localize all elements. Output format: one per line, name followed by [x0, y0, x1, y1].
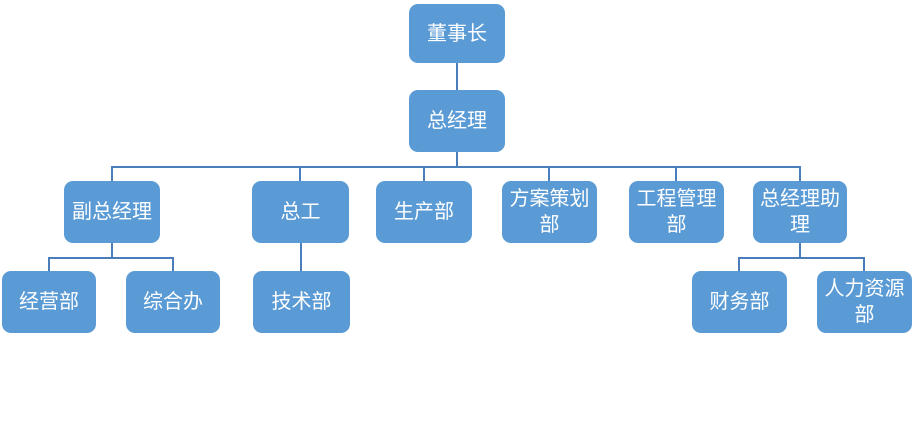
connector-drop-production — [423, 167, 425, 181]
org-node-label: 董事长 — [427, 22, 487, 45]
org-node-production-dept[interactable]: 生产部 — [376, 181, 472, 243]
org-node-business-dept[interactable]: 经营部 — [2, 271, 96, 333]
connector-drop-general-office — [172, 258, 174, 271]
connector-gm-stem — [456, 152, 458, 167]
org-node-deputy-general-manager[interactable]: 副总经理 — [64, 181, 160, 243]
connector-chief-engineer-technical — [300, 243, 302, 271]
org-node-label: 总工 — [280, 201, 321, 223]
connector-drop-deputy-gm — [111, 167, 113, 181]
connector-drop-engineering — [675, 167, 677, 181]
org-node-label: 人力资源部 — [824, 278, 905, 326]
org-node-label: 技术部 — [271, 291, 332, 313]
connector-gm-assistant-stem — [799, 243, 801, 258]
connector-drop-planning — [548, 167, 550, 181]
org-node-label: 财务部 — [709, 291, 770, 313]
org-node-engineering-management-dept[interactable]: 工程管理部 — [629, 181, 724, 243]
org-node-label: 生产部 — [394, 201, 454, 223]
org-node-label: 综合办 — [143, 291, 203, 313]
org-node-general-office[interactable]: 综合办 — [126, 271, 220, 333]
connector-drop-chief-engineer — [299, 167, 301, 181]
connector-drop-hr — [863, 258, 865, 271]
connector-deputy-gm-bus — [48, 257, 174, 259]
connector-drop-business — [48, 258, 50, 271]
org-node-label: 总经理助理 — [760, 188, 840, 236]
connector-gm-assistant-bus — [738, 257, 865, 259]
org-node-technical-dept[interactable]: 技术部 — [253, 271, 350, 333]
connector-deputy-gm-stem — [111, 243, 113, 258]
org-node-chairman[interactable]: 董事长 — [409, 4, 505, 63]
org-node-label: 方案策划部 — [509, 188, 590, 236]
org-node-chief-engineer[interactable]: 总工 — [252, 181, 349, 243]
connector-level3-bus — [111, 166, 801, 168]
connector-drop-finance — [738, 258, 740, 271]
org-node-general-manager[interactable]: 总经理 — [409, 90, 505, 152]
org-node-finance-dept[interactable]: 财务部 — [692, 271, 787, 333]
org-node-human-resources-dept[interactable]: 人力资源部 — [817, 271, 912, 333]
connector-drop-gm-assistant — [799, 167, 801, 181]
org-node-plan-planning-dept[interactable]: 方案策划部 — [502, 181, 597, 243]
org-node-label: 总经理 — [427, 110, 487, 132]
org-node-label: 工程管理部 — [636, 188, 717, 236]
org-node-general-manager-assistant[interactable]: 总经理助理 — [753, 181, 847, 243]
connector-chairman-gm — [456, 63, 458, 90]
org-node-label: 经营部 — [19, 291, 79, 313]
org-node-label: 副总经理 — [72, 201, 152, 223]
